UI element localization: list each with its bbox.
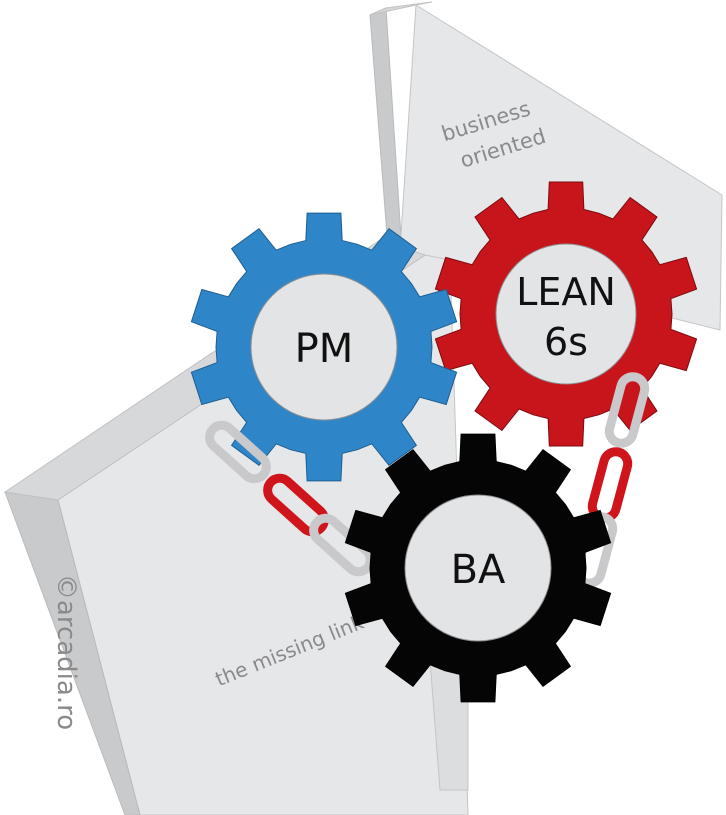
upper-wall-side: [369, 7, 403, 253]
pm-gear-hub: [250, 273, 398, 421]
chain-link: [205, 420, 271, 484]
pm-gear-label: PM: [295, 326, 354, 372]
lean-gear-hub: [495, 243, 637, 385]
ba-gear-label: BA: [451, 547, 506, 593]
chain-link: [604, 372, 650, 448]
chain-link: [587, 447, 633, 523]
ba-gear-hub: [404, 494, 552, 642]
lean-gear-label-line1: LEAN: [516, 270, 616, 314]
chain-link: [263, 473, 329, 537]
copyright-label: ©arcadia.ro: [51, 574, 81, 730]
lean-gear-label-line2: 6s: [544, 320, 588, 364]
upper-wall-top: [369, 1, 433, 16]
